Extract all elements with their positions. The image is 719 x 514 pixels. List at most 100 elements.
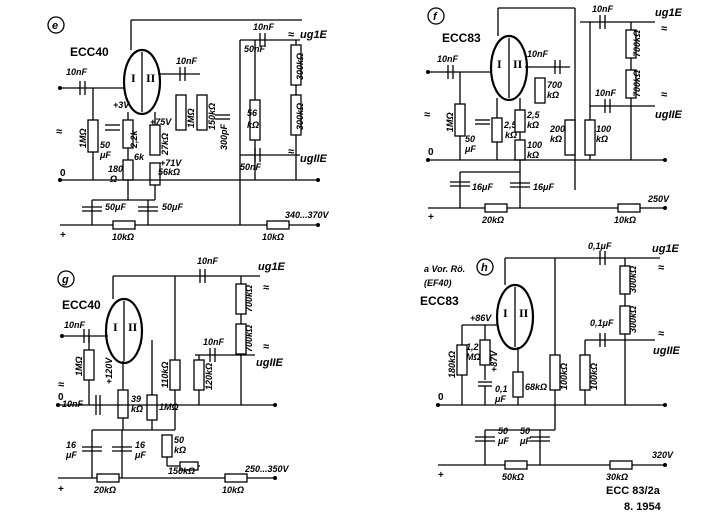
panel-g-r-grid — [83, 349, 95, 381]
svg-text:0: 0 — [60, 168, 66, 179]
svg-text:20kΩ: 20kΩ — [93, 485, 116, 495]
panel-g-r-50 — [161, 434, 173, 458]
footer-code: ECC 83/2a — [606, 485, 661, 497]
svg-text:700kΩ: 700kΩ — [244, 325, 254, 352]
svg-text:100: 100 — [527, 140, 542, 150]
panel-f-r-100b — [584, 119, 596, 156]
svg-text:+75V: +75V — [150, 117, 172, 127]
svg-text:+120V: +120V — [104, 357, 114, 384]
svg-text:+: + — [60, 230, 66, 241]
svg-text:10kΩ: 10kΩ — [614, 215, 636, 225]
panel-h-output-2: ugIIE — [653, 345, 681, 357]
panel-h-output-1: ug1E — [652, 243, 680, 255]
svg-text:≈: ≈ — [424, 109, 430, 121]
svg-text:kΩ: kΩ — [174, 445, 186, 455]
svg-text:+: + — [438, 470, 444, 481]
svg-text:180kΩ: 180kΩ — [447, 351, 457, 378]
panel-e-r-s2 — [266, 220, 290, 230]
panel-f-r-25a — [491, 117, 503, 143]
panel-g-letter: g — [61, 274, 69, 286]
svg-text:0,1: 0,1 — [495, 384, 508, 394]
panel-f-output-2: ugIIE — [655, 109, 683, 121]
panel-e-output-1: ug1E — [300, 29, 328, 41]
svg-text:200: 200 — [549, 124, 565, 134]
panel-h-tube-label: ECC83 — [420, 294, 459, 308]
svg-text:a Vor. Rö.: a Vor. Rö. — [424, 264, 465, 274]
svg-text:II: II — [519, 306, 529, 320]
panel-g-tube — [104, 297, 144, 365]
panel-h-r-s2 — [609, 460, 633, 470]
panel-g-r-s2 — [224, 473, 248, 483]
svg-text:30kΩ: 30kΩ — [606, 472, 628, 482]
panel-f-r-grid — [454, 103, 466, 137]
svg-text:μF: μF — [519, 436, 531, 446]
svg-text:50μF: 50μF — [105, 202, 126, 212]
svg-text:kΩ: kΩ — [596, 134, 608, 144]
svg-text:20kΩ: 20kΩ — [481, 215, 504, 225]
svg-text:68kΩ: 68kΩ — [525, 382, 547, 392]
panel-h-supply-voltage: 320V — [652, 450, 674, 460]
svg-text:2,5: 2,5 — [503, 120, 518, 130]
svg-text:50μF: 50μF — [162, 202, 183, 212]
panel-e-r-27 — [149, 124, 161, 156]
panel-e-tube-label: ECC40 — [70, 45, 109, 59]
panel-g-supply-voltage: 250...350V — [244, 464, 290, 474]
panel-h-r-s1 — [504, 460, 528, 470]
panel-f-tube-label: ECC83 — [442, 31, 481, 45]
svg-text:kΩ: kΩ — [527, 120, 539, 130]
svg-text:≈: ≈ — [263, 341, 269, 353]
svg-text:kΩ: kΩ — [505, 130, 517, 140]
panel-f-r-25b — [514, 109, 526, 133]
svg-text:0: 0 — [438, 392, 444, 403]
svg-text:300kΩ: 300kΩ — [295, 103, 305, 130]
svg-text:16: 16 — [135, 440, 146, 450]
svg-text:μF: μF — [134, 450, 146, 460]
svg-text:56kΩ: 56kΩ — [158, 167, 180, 177]
svg-text:μF: μF — [65, 450, 77, 460]
svg-text:I: I — [113, 320, 118, 334]
panel-e-voltage-1: +3V — [113, 100, 130, 110]
svg-text:100: 100 — [596, 124, 611, 134]
panel-f-supply-voltage: 250V — [647, 194, 670, 204]
svg-text:50nF: 50nF — [240, 162, 262, 172]
svg-text:300kΩ: 300kΩ — [295, 53, 305, 80]
panel-g-output-1: ug1E — [258, 261, 286, 273]
svg-text:180: 180 — [108, 164, 123, 174]
svg-text:II: II — [513, 57, 523, 71]
svg-text:10kΩ: 10kΩ — [262, 232, 284, 242]
panel-g-r-39 — [117, 389, 129, 419]
panel-e-r-k2 — [122, 159, 134, 181]
svg-text:50: 50 — [520, 426, 530, 436]
svg-text:≈: ≈ — [288, 146, 294, 158]
svg-text:50: 50 — [174, 435, 184, 445]
svg-text:10nF: 10nF — [527, 49, 549, 59]
svg-text:16μF: 16μF — [533, 182, 554, 192]
svg-text:50: 50 — [465, 134, 475, 144]
svg-text:kΩ: kΩ — [247, 120, 259, 130]
svg-text:10nF: 10nF — [64, 320, 86, 330]
panel-g-tube-label: ECC40 — [62, 298, 101, 312]
panel-e-r-s1 — [112, 220, 136, 230]
panel-e-output-2: ugIIE — [300, 153, 328, 165]
panel-h-letter-circle — [476, 258, 494, 276]
panel-g-r-1m — [146, 394, 158, 421]
panel-g-letter-circle — [57, 270, 75, 288]
panel-g: g ECC40 I II 10nF ug1E ≈ 700kΩ 700kΩ 10n… — [56, 256, 290, 495]
svg-text:0: 0 — [58, 392, 64, 403]
svg-text:μF: μF — [99, 150, 111, 160]
svg-text:1MΩ: 1MΩ — [445, 112, 455, 132]
panel-f-output-1: ug1E — [655, 7, 683, 19]
svg-text:≈: ≈ — [263, 282, 269, 294]
svg-text:27kΩ: 27kΩ — [160, 133, 170, 156]
svg-text:16: 16 — [66, 440, 77, 450]
svg-text:16μF: 16μF — [472, 182, 493, 192]
panel-e-letter-circle — [47, 16, 65, 34]
svg-text:300kΩ: 300kΩ — [628, 266, 638, 293]
svg-text:6k: 6k — [134, 152, 145, 162]
svg-text:Ω: Ω — [109, 174, 117, 184]
svg-text:10kΩ: 10kΩ — [112, 232, 134, 242]
svg-text:300pF: 300pF — [219, 123, 229, 150]
panel-g-output-2: ugIIE — [256, 357, 284, 369]
svg-text:μF: μF — [497, 436, 509, 446]
